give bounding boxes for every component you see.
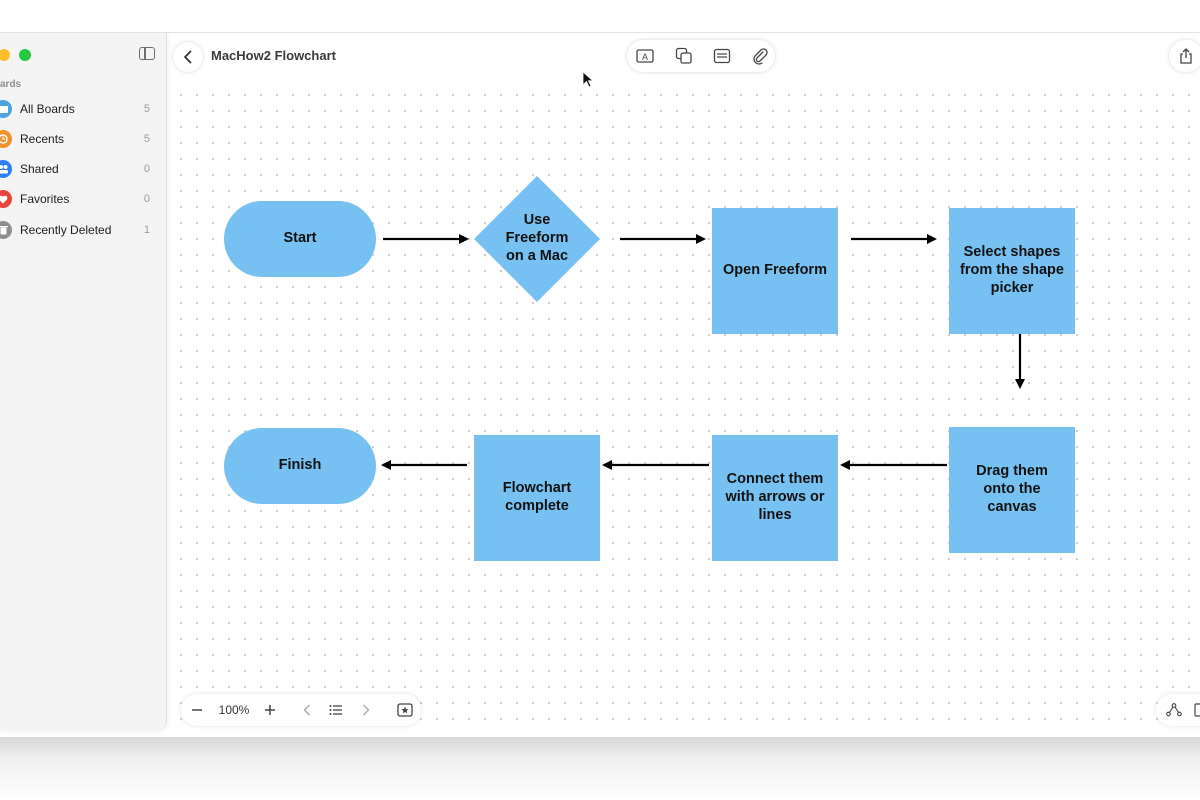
text-box-icon[interactable]: A <box>636 47 654 65</box>
sidebar: ards All Boards 5 Recents 5 Shared 0 <box>0 33 167 731</box>
node-open-freeform[interactable]: Open Freeform <box>712 208 838 334</box>
sidebar-item-recents[interactable]: Recents 5 <box>0 126 166 152</box>
node-connect-them[interactable]: Connect them with arrows or lines <box>712 435 838 561</box>
heart-icon <box>0 190 12 208</box>
connector-layer <box>381 234 1025 470</box>
sidebar-item-label: Shared <box>20 162 59 176</box>
node-drag-them[interactable]: Drag them onto the canvas <box>949 427 1075 553</box>
clock-icon <box>0 130 12 148</box>
sidebar-item-count: 5 <box>143 133 150 145</box>
sidebar-toggle-icon[interactable] <box>139 47 155 60</box>
attachment-icon[interactable] <box>751 47 769 65</box>
trash-icon <box>0 221 12 239</box>
share-icon <box>1180 48 1192 64</box>
sidebar-item-label: Recently Deleted <box>20 223 112 237</box>
zoom-window-button[interactable] <box>19 49 31 61</box>
next-scene-button[interactable] <box>356 694 376 726</box>
back-button[interactable] <box>173 42 203 72</box>
freeform-window: Start Use Freeform on a Mac Open Freefor… <box>0 32 1200 738</box>
desktop-top <box>0 0 1200 32</box>
plus-icon <box>265 705 275 715</box>
chevron-left-icon <box>184 50 192 64</box>
scenes-list-button[interactable] <box>326 694 346 726</box>
sidebar-item-count: 5 <box>143 103 150 115</box>
previous-scene-button[interactable] <box>297 694 317 726</box>
bottom-right-controls <box>1156 694 1200 726</box>
sticky-note-icon[interactable] <box>713 47 731 65</box>
node-select-shapes[interactable]: Select shapes from the shape picker <box>949 208 1075 334</box>
board-title: MacHow2 Flowchart <box>211 48 336 63</box>
add-scene-button[interactable] <box>394 694 416 726</box>
node-use-freeform[interactable]: Use Freeform on a Mac <box>474 176 600 302</box>
star-frame-icon <box>397 703 413 717</box>
sidebar-item-label: All Boards <box>20 102 75 116</box>
sidebar-item-count: 0 <box>143 193 150 205</box>
folder-icon <box>0 100 12 118</box>
shapes-icon[interactable] <box>675 47 693 65</box>
list-icon <box>329 705 342 715</box>
sidebar-item-shared[interactable]: Shared 0 <box>0 156 166 182</box>
zoom-level[interactable]: 100% <box>218 703 250 717</box>
diamond-shape <box>474 176 600 302</box>
minus-icon <box>192 709 202 711</box>
sidebar-item-count: 1 <box>143 224 150 236</box>
zoom-in-button[interactable] <box>260 694 280 726</box>
people-icon <box>0 160 12 178</box>
board-canvas[interactable]: Start Use Freeform on a Mac Open Freefor… <box>167 81 1200 731</box>
mouse-pointer-icon <box>582 71 594 88</box>
node-use-freeform-label: Use Freeform on a Mac <box>505 212 569 264</box>
chevron-right-icon <box>363 704 370 716</box>
sidebar-item-label: Favorites <box>20 192 70 206</box>
sidebar-section-label: ards <box>0 79 22 90</box>
sidebar-item-all-boards[interactable]: All Boards 5 <box>0 96 166 122</box>
sidebar-item-label: Recents <box>20 132 65 146</box>
window-shadow <box>0 737 1200 800</box>
node-finish[interactable]: Finish <box>224 428 376 504</box>
chevron-left-icon <box>303 704 310 716</box>
minimize-button[interactable] <box>0 49 10 61</box>
insert-toolbar: A <box>627 40 775 72</box>
sidebar-item-favorites[interactable]: Favorites 0 <box>0 186 166 212</box>
node-flowchart-complete[interactable]: Flowchart complete <box>474 435 600 561</box>
zoom-out-button[interactable] <box>187 694 207 726</box>
connection-points-icon[interactable] <box>1166 703 1182 717</box>
sidebar-item-recently-deleted[interactable]: Recently Deleted 1 <box>0 217 166 243</box>
share-button[interactable] <box>1169 40 1200 72</box>
svg-text:A: A <box>642 52 648 62</box>
node-start[interactable]: Start <box>224 201 376 277</box>
zoom-controls: 100% <box>181 694 421 726</box>
sidebar-item-count: 0 <box>143 163 150 175</box>
page-icon[interactable] <box>1194 703 1200 717</box>
